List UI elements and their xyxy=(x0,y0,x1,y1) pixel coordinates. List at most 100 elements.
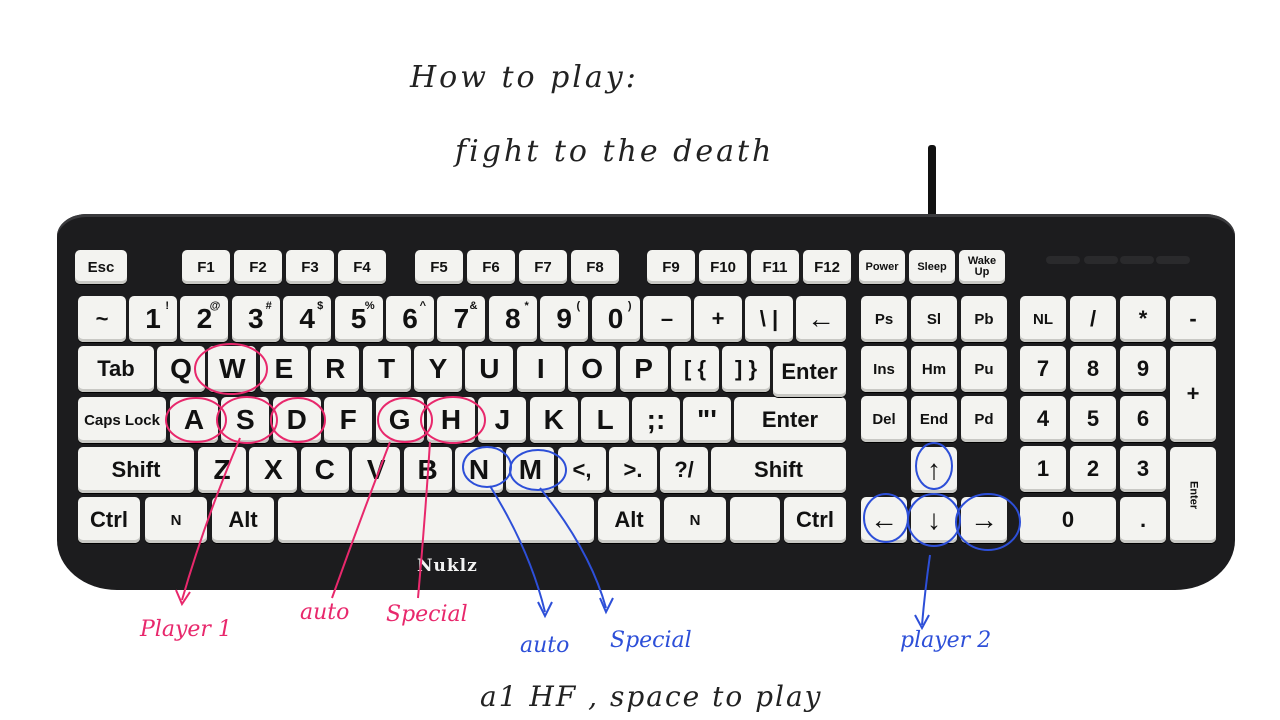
key-space[interactable] xyxy=(278,497,594,543)
key-nav-sl[interactable]: Sl xyxy=(911,296,957,342)
key-h[interactable]: H xyxy=(427,397,475,443)
key-bracket-right[interactable]: ] } xyxy=(722,346,770,392)
key-u[interactable]: U xyxy=(465,346,514,392)
key-arrow-down[interactable]: ↓ xyxy=(911,497,957,543)
key-f5[interactable]: F5 xyxy=(415,250,463,284)
key-numpad-6[interactable]: 6 xyxy=(1120,396,1166,442)
key-numpad-dot[interactable]: . xyxy=(1120,497,1166,543)
key-numpad-plus[interactable]: + xyxy=(1170,346,1216,442)
key-backslash[interactable]: \ | xyxy=(745,296,793,342)
key-enter-top[interactable]: Enter xyxy=(773,346,846,397)
key-numpad-1[interactable]: 1 xyxy=(1020,446,1066,492)
key-m[interactable]: M xyxy=(506,447,555,493)
key-minus[interactable]: – xyxy=(643,296,691,342)
key-alt-right[interactable]: Alt xyxy=(598,497,660,543)
key-nav-pu[interactable]: Pu xyxy=(961,346,1007,392)
key-2[interactable]: 2@ xyxy=(180,296,229,342)
key-period[interactable]: >. xyxy=(609,447,657,493)
key-nav-ins[interactable]: Ins xyxy=(861,346,907,392)
key-wake[interactable]: Wake Up xyxy=(959,250,1005,284)
key-a[interactable]: A xyxy=(170,397,218,443)
key-3[interactable]: 3# xyxy=(231,296,280,342)
key-numpad-3[interactable]: - xyxy=(1170,296,1216,342)
key-alt-left[interactable]: Alt xyxy=(212,497,274,543)
key-f4[interactable]: F4 xyxy=(338,250,386,284)
key-s[interactable]: S xyxy=(221,397,270,443)
key-shift-right[interactable]: Shift xyxy=(711,447,846,493)
key-f12[interactable]: F12 xyxy=(803,250,851,284)
key-f10[interactable]: F10 xyxy=(699,250,747,284)
key-f7[interactable]: F7 xyxy=(519,250,567,284)
key-nav-hm[interactable]: Hm xyxy=(911,346,957,392)
key-d[interactable]: D xyxy=(272,397,321,443)
key-r[interactable]: R xyxy=(311,346,360,392)
key-ctrl-right[interactable]: Ctrl xyxy=(784,497,846,543)
key-numpad-enter[interactable]: Enter xyxy=(1170,447,1216,543)
key-nav-pb[interactable]: Pb xyxy=(961,296,1007,342)
key-equals[interactable]: + xyxy=(694,296,742,342)
key-numpad-7[interactable]: 7 xyxy=(1020,346,1066,392)
key-numpad-1[interactable]: / xyxy=(1070,296,1116,342)
key-nav-pd[interactable]: Pd xyxy=(961,396,1007,442)
key-4[interactable]: 4$ xyxy=(283,296,332,342)
key-power[interactable]: Power xyxy=(859,250,905,284)
key-f[interactable]: F xyxy=(324,397,373,443)
key-f3[interactable]: F3 xyxy=(286,250,334,284)
key-nav-ps[interactable]: Ps xyxy=(861,296,907,342)
key-0[interactable]: 0) xyxy=(591,296,640,342)
key-numpad-0[interactable]: 0 xyxy=(1020,497,1116,543)
key-numpad-2[interactable]: 2 xyxy=(1070,446,1116,492)
key-i[interactable]: I xyxy=(516,346,565,392)
key-y[interactable]: Y xyxy=(414,346,462,392)
key-nav-del[interactable]: Del xyxy=(861,396,907,442)
key-z[interactable]: Z xyxy=(198,447,246,493)
key-8[interactable]: 8* xyxy=(488,296,537,342)
key-p[interactable]: P xyxy=(619,346,668,392)
key-enter[interactable]: Enter xyxy=(734,397,846,443)
key-numpad-5[interactable]: 5 xyxy=(1070,396,1116,442)
key-7[interactable]: 7& xyxy=(437,296,486,342)
key-6[interactable]: 6^ xyxy=(386,296,434,342)
key-esc[interactable]: Esc xyxy=(75,250,127,284)
key-5[interactable]: 5% xyxy=(334,296,383,342)
key-f6[interactable]: F6 xyxy=(467,250,515,284)
key-caps-lock[interactable]: Caps Lock xyxy=(78,397,166,443)
key-f2[interactable]: F2 xyxy=(234,250,282,284)
key-o[interactable]: O xyxy=(568,346,617,392)
key-v[interactable]: V xyxy=(352,447,401,493)
key-semicolon[interactable]: ;: xyxy=(632,397,680,443)
key-numpad-4[interactable]: 4 xyxy=(1020,396,1066,442)
key-l[interactable]: L xyxy=(581,397,630,443)
key-nav-end[interactable]: End xyxy=(911,396,957,442)
key-shift-left[interactable]: Shift xyxy=(78,447,194,493)
key-bracket-left[interactable]: [ { xyxy=(671,346,719,392)
key-slash[interactable]: ?/ xyxy=(660,447,708,493)
key-numpad-8[interactable]: 8 xyxy=(1070,346,1116,392)
key-tilde[interactable]: ~ xyxy=(78,296,126,342)
key-g[interactable]: G xyxy=(375,397,424,443)
key-numpad-3[interactable]: 3 xyxy=(1120,446,1166,492)
key-sleep[interactable]: Sleep xyxy=(909,250,955,284)
key-1[interactable]: 1! xyxy=(129,296,177,342)
key-c[interactable]: C xyxy=(300,447,349,493)
key-w[interactable]: W xyxy=(208,346,257,392)
key-windows-left[interactable]: N xyxy=(145,497,207,543)
key-arrow-right[interactable]: → xyxy=(961,497,1007,543)
key-q[interactable]: Q xyxy=(157,346,205,392)
key-f1[interactable]: F1 xyxy=(182,250,230,284)
key-windows-right[interactable]: N xyxy=(664,497,726,543)
key-backspace[interactable]: ← xyxy=(796,296,846,342)
key-tab[interactable]: Tab xyxy=(78,346,154,392)
key-x[interactable]: X xyxy=(249,447,298,493)
key-numpad-9[interactable]: 9 xyxy=(1120,346,1166,392)
key-f9[interactable]: F9 xyxy=(647,250,695,284)
key-j[interactable]: J xyxy=(478,397,527,443)
key-t[interactable]: T xyxy=(362,346,411,392)
key-9[interactable]: 9( xyxy=(540,296,589,342)
key-k[interactable]: K xyxy=(529,397,578,443)
key-f11[interactable]: F11 xyxy=(751,250,799,284)
key-numpad-0[interactable]: NL xyxy=(1020,296,1066,342)
key-ctrl-left[interactable]: Ctrl xyxy=(78,497,140,543)
key-f8[interactable]: F8 xyxy=(571,250,619,284)
key-menu[interactable] xyxy=(730,497,780,543)
